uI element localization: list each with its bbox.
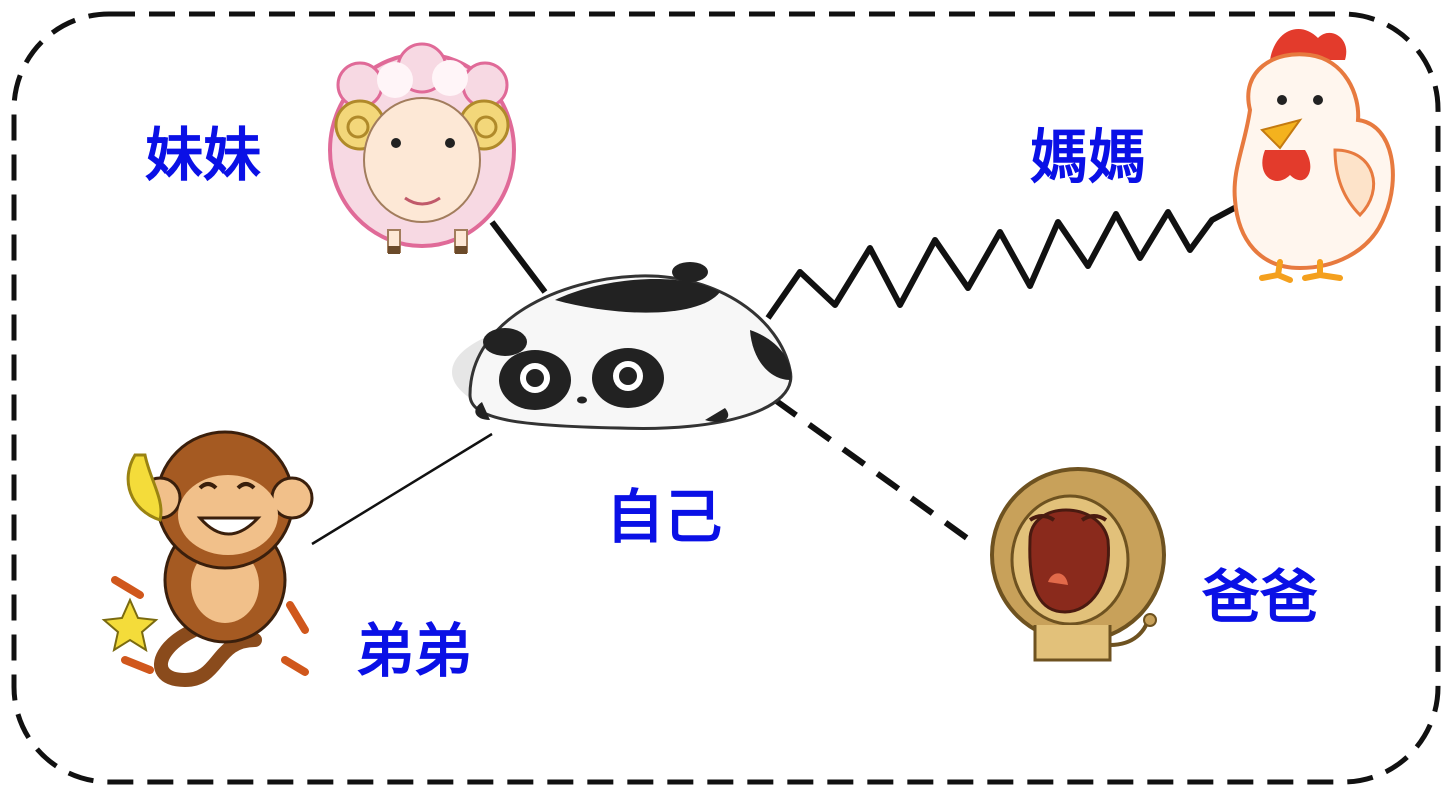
- dashed-border: [11, 11, 1441, 785]
- edge-self-brother: [311, 432, 493, 546]
- lion-icon: [990, 467, 1166, 662]
- monkey-icon: [101, 430, 314, 688]
- label-brother: 弟弟: [356, 617, 473, 685]
- label-self: 自己: [606, 483, 723, 551]
- panda-icon: [452, 262, 793, 430]
- rooster-icon: [1232, 29, 1395, 283]
- edge-self-mother: [765, 202, 1242, 320]
- edge-self-father: [773, 397, 980, 549]
- label-mother: 媽媽: [1030, 123, 1147, 191]
- label-father: 爸爸: [1202, 563, 1319, 631]
- edge-self-sister: [489, 220, 548, 294]
- label-sister: 妹妹: [145, 121, 262, 189]
- sheep-icon: [328, 42, 516, 254]
